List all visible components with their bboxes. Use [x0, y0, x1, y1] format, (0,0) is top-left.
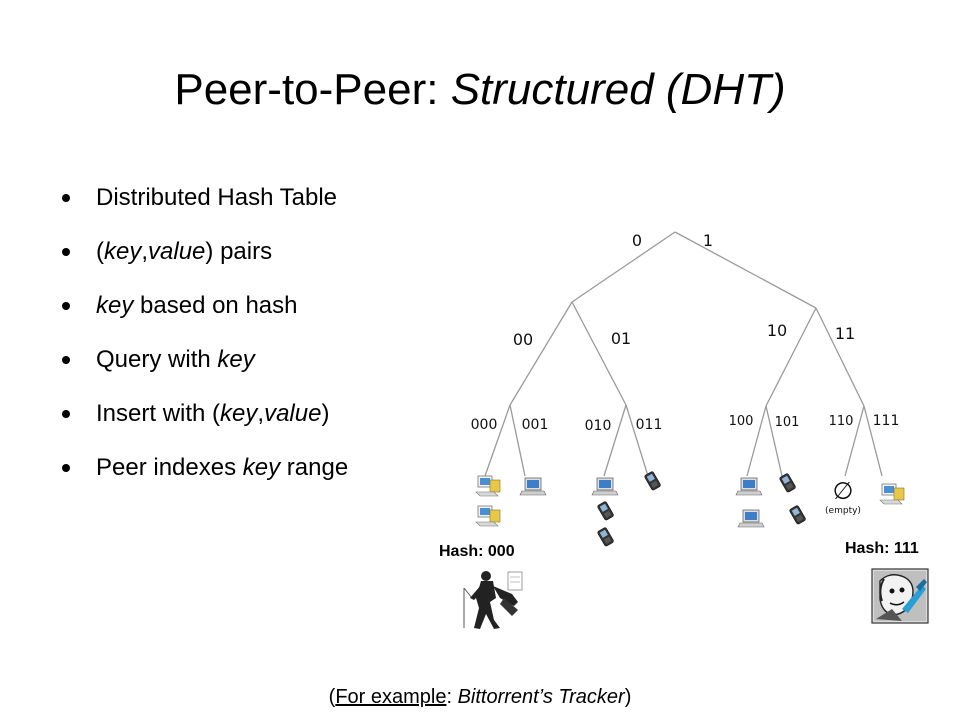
bullet-item: Insert with (key,value) [60, 392, 348, 446]
footer-open: ( [328, 686, 336, 708]
tree-edge [765, 405, 783, 477]
tree-edges [484, 231, 883, 477]
bullet-text: Query with [96, 346, 218, 373]
edge-label-00: 00 [513, 330, 533, 349]
edge-label-010: 010 [585, 418, 612, 434]
empty-label: (empty) [825, 506, 861, 516]
title-plain: Peer-to-Peer: [174, 65, 451, 114]
tree-edge [571, 231, 676, 303]
bullet-item: Distributed Hash Table [60, 176, 348, 230]
edge-label-101: 101 [775, 415, 800, 430]
tree-edge [844, 405, 865, 477]
bullet-text: based on hash [133, 292, 298, 319]
bullet-text: key [104, 238, 142, 265]
laptop-icon [519, 477, 547, 496]
title-italic: Structured (DHT) [450, 65, 786, 114]
tree-edge [815, 307, 865, 407]
footer-example-link[interactable]: For example [335, 686, 447, 708]
bullet-text: key [220, 400, 258, 427]
mobile-phone-icon [597, 527, 614, 547]
bullet-item: Peer indexes key range [60, 446, 348, 500]
tree-edge [571, 301, 627, 406]
desktop-computer-icon [879, 483, 905, 505]
tree-edge [509, 301, 573, 406]
tree-edge [484, 404, 511, 477]
bullet-text: , [141, 238, 149, 265]
hash-label-111: Hash: 111 [845, 540, 919, 557]
laptop-icon [591, 477, 619, 496]
bullet-text: range [280, 454, 349, 481]
tree-edge [863, 405, 883, 477]
footer-tracker: Bittorrent’s Tracker [457, 686, 625, 708]
hash-label-000: Hash: 000 [439, 543, 515, 560]
mobile-phone-icon [644, 471, 661, 491]
edge-label-110: 110 [829, 414, 854, 429]
bullet-text: value [148, 238, 206, 265]
edge-label-111: 111 [873, 413, 900, 429]
bullet-item: key based on hash [60, 284, 348, 338]
edge-label-10: 10 [767, 321, 787, 340]
bullet-item: (key,value) pairs [60, 230, 348, 284]
tree-edge [765, 307, 817, 407]
edge-label-001: 001 [522, 417, 549, 433]
laptop-icon [735, 477, 763, 496]
edge-label-000: 000 [471, 417, 498, 433]
bullet-text: value [264, 400, 322, 427]
edge-label-1: 1 [703, 231, 713, 250]
tree-edge [674, 231, 817, 309]
tree-edge [746, 405, 767, 477]
bullet-text: ) pairs [205, 238, 273, 265]
desktop-computer-icon [475, 475, 501, 497]
slide-title: Peer-to-Peer: Structured (DHT) [0, 62, 960, 118]
person-avatar-icon [871, 568, 929, 624]
bullet-text: , [257, 400, 265, 427]
empty-leaf: ∅ (empty) [825, 477, 861, 516]
edge-label-011: 011 [636, 417, 663, 433]
bullet-text: key [217, 346, 255, 373]
tree-edge [509, 404, 526, 477]
empty-set-icon: ∅ [833, 477, 854, 505]
mobile-phone-icon [779, 473, 796, 493]
edge-label-0: 0 [632, 231, 642, 250]
bullet-item: Query with key [60, 338, 348, 392]
bullet-text: ) [321, 400, 330, 427]
edge-label-11: 11 [835, 324, 855, 343]
footer-colon: : [446, 686, 458, 708]
mobile-phone-icon [789, 505, 806, 525]
edge-label-100: 100 [729, 414, 754, 429]
footer-close: ) [624, 686, 632, 708]
peer-devices [475, 471, 905, 547]
tree-edge [603, 404, 627, 477]
edge-label-01: 01 [611, 329, 631, 348]
person-silhouette-icon [463, 571, 523, 629]
footer-note: (For example: Bittorrent’s Tracker) [0, 686, 960, 709]
bullet-text: ( [96, 238, 104, 265]
bullet-text: Insert with ( [96, 400, 221, 427]
laptop-icon [737, 509, 765, 528]
mobile-phone-icon [597, 501, 614, 521]
bullet-text: Peer indexes [96, 454, 243, 481]
bullet-text: Distributed Hash Table [96, 184, 338, 211]
bullet-text: key [96, 292, 134, 319]
desktop-computer-icon [475, 505, 501, 527]
bullet-text: key [242, 454, 281, 481]
tree-edge [625, 404, 649, 477]
